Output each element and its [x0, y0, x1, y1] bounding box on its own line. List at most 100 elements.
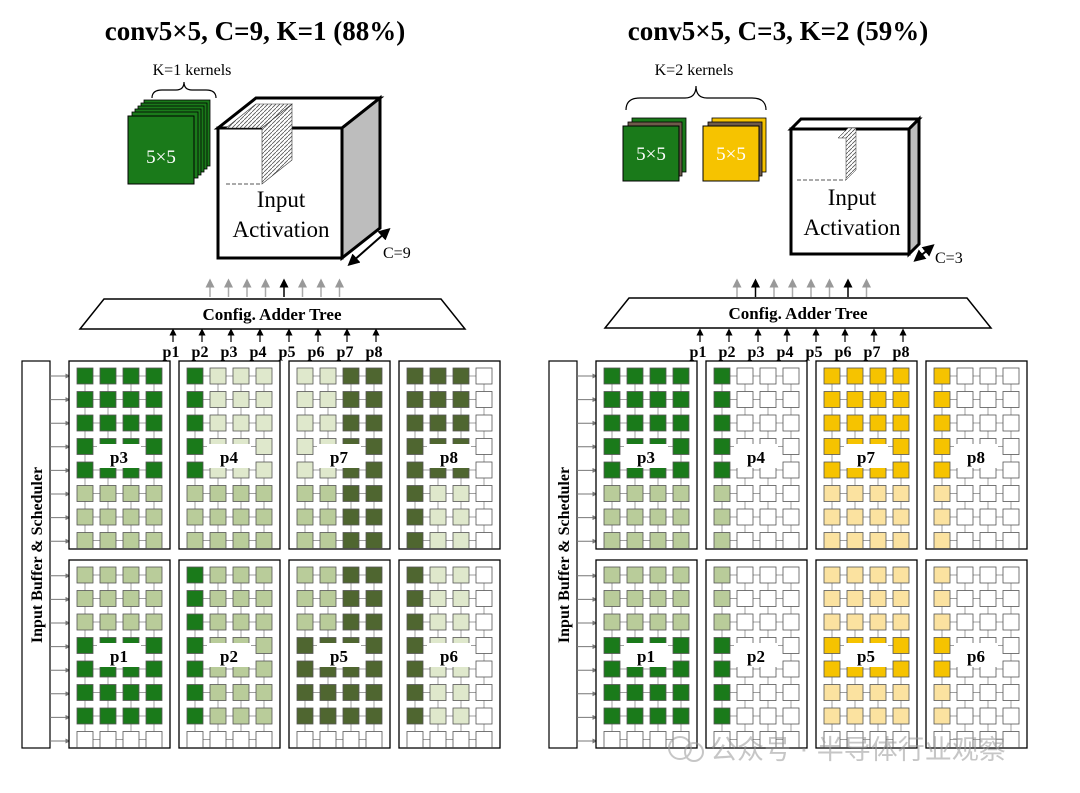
pe-cell [342, 566, 360, 584]
pe-cell [342, 613, 360, 631]
pe-cell [76, 391, 94, 408]
adder-tree-box [78, 298, 467, 330]
pe-cell [319, 391, 337, 408]
pe-cell [823, 532, 841, 549]
pe-cell [342, 707, 360, 725]
pe-cell [672, 684, 690, 701]
pe-cell [626, 532, 644, 549]
pe-cell [122, 684, 140, 701]
pe-cell [296, 637, 314, 654]
pe-cell [933, 438, 951, 455]
pe-cell [209, 508, 227, 526]
pe-cell [823, 660, 841, 678]
pe-cell [76, 461, 94, 479]
pe-cell [713, 485, 731, 502]
pe-block-p7: p7 [815, 360, 918, 550]
pe-cell [475, 414, 493, 432]
pe-cell [99, 391, 117, 408]
pe-cell [76, 367, 94, 385]
activation-label-2: Activation [232, 217, 330, 242]
pe-cell [846, 707, 864, 725]
pe-cell [76, 485, 94, 502]
pe-cell [892, 367, 910, 385]
pe-block-p7: p7 [288, 360, 391, 550]
pe-cell [846, 391, 864, 408]
pe-cell [255, 707, 273, 725]
pe-cell [1002, 367, 1020, 385]
pe-cell [255, 532, 273, 549]
pe-cell [713, 461, 731, 479]
pe-cell [979, 508, 997, 526]
pe-cell [76, 508, 94, 526]
pe-cell [759, 590, 777, 607]
pe-cell [846, 613, 864, 631]
kernel-label: 5×5 [636, 144, 666, 165]
pe-cell [319, 508, 337, 526]
pe-cell [823, 566, 841, 584]
port-label-p4: p4 [777, 344, 794, 361]
pe-cell [626, 508, 644, 526]
pe-cell [429, 485, 447, 502]
pe-cell [672, 438, 690, 455]
pe-cell [933, 660, 951, 678]
pe-cell [145, 508, 163, 526]
pe-cell [429, 367, 447, 385]
pe-cell [429, 731, 447, 748]
pe-cell [782, 391, 800, 408]
pe-cell [99, 532, 117, 549]
pe-cell [76, 707, 94, 725]
pe-cell [452, 414, 470, 432]
pe-cell [122, 508, 140, 526]
pe-cell [406, 508, 424, 526]
pe-cell [296, 438, 314, 455]
panel-title: conv5×5, C=3, K=2 (59%) [628, 16, 928, 46]
pe-cell [782, 508, 800, 526]
pe-cell [296, 590, 314, 607]
pe-cell [869, 532, 887, 549]
pe-cell [186, 461, 204, 479]
pe-cell [892, 637, 910, 654]
pe-cell [365, 367, 383, 385]
pe-cell [365, 590, 383, 607]
pe-cell [99, 707, 117, 725]
pe-cell [255, 637, 273, 654]
pe-cell [649, 367, 667, 385]
pe-cell [823, 590, 841, 607]
pe-cell [145, 438, 163, 455]
pe-cell [892, 508, 910, 526]
pe-cell [296, 485, 314, 502]
pe-cell [782, 731, 800, 748]
pe-cell [319, 707, 337, 725]
pe-cell [956, 613, 974, 631]
pe-cell [713, 707, 731, 725]
pe-block-p1: p1 [68, 559, 171, 749]
pe-cell [296, 508, 314, 526]
pe-cell [603, 367, 621, 385]
pe-cell [672, 532, 690, 549]
pe-cell [122, 485, 140, 502]
input-buffer-scheduler [548, 360, 578, 749]
pe-cell [429, 590, 447, 607]
pe-cell [296, 461, 314, 479]
pe-cell [342, 391, 360, 408]
pe-cell [759, 684, 777, 701]
pe-cell [626, 485, 644, 502]
pe-cell [296, 731, 314, 748]
pe-cell [869, 731, 887, 748]
pe-cell [365, 438, 383, 455]
pe-cell [603, 660, 621, 678]
pe-cell [365, 660, 383, 678]
pe-cell [122, 414, 140, 432]
adder-tree-box [603, 297, 993, 329]
pe-cell [452, 367, 470, 385]
pe-cell [209, 684, 227, 701]
pe-cell [452, 566, 470, 584]
pe-block-label: p3 [110, 448, 128, 467]
pe-cell [429, 613, 447, 631]
pe-cell [649, 731, 667, 748]
pe-block-p6: p6 [398, 559, 501, 749]
pe-cell [76, 566, 94, 584]
pe-cell [145, 590, 163, 607]
pe-cell [626, 566, 644, 584]
